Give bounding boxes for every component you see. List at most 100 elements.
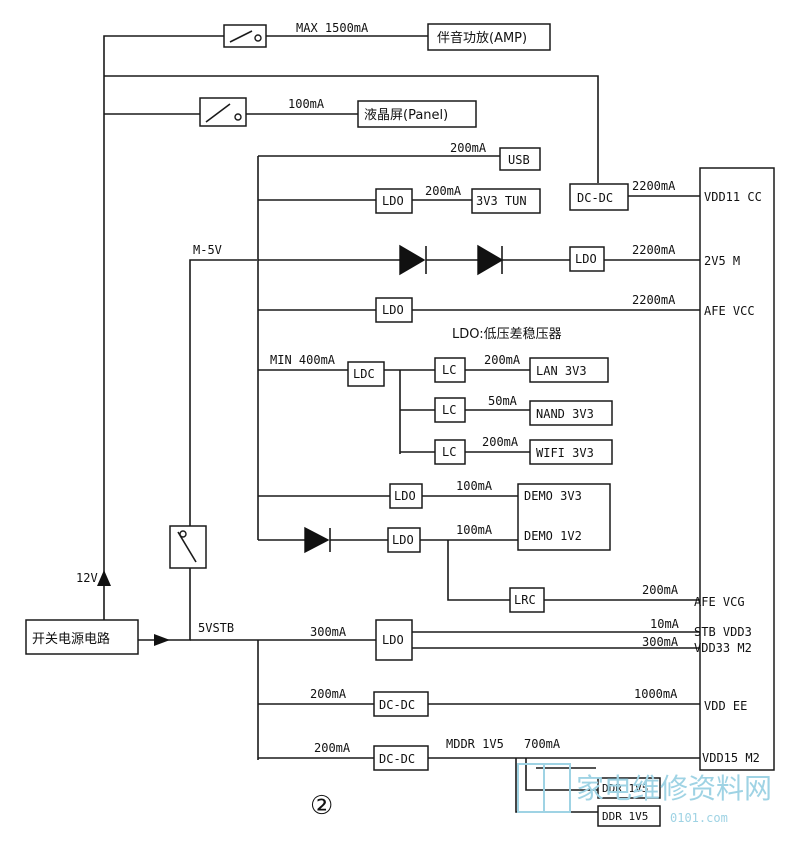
v5stb-label: 5VSTB — [198, 621, 234, 635]
tun-box — [471, 188, 541, 214]
lan-label: LAN 3V3 — [536, 364, 587, 378]
arrow-12v — [97, 570, 111, 586]
ddr-in-current: 200mA — [314, 741, 351, 755]
diode-1 — [399, 244, 427, 276]
lrc-label: LRC — [514, 593, 536, 607]
panel-box — [357, 100, 477, 128]
ee-in-current: 200mA — [310, 687, 347, 701]
panel-label: 液晶屏(Panel) — [364, 108, 448, 123]
mddr-current: 700mA — [524, 737, 561, 751]
usb-current: 200mA — [450, 141, 487, 155]
panel-current: 100mA — [288, 97, 325, 111]
lc-lan-box — [434, 357, 466, 383]
vdd11-label: VDD11 CC — [704, 190, 762, 204]
dcdc-ddr-box — [373, 745, 429, 771]
dcdc-top-box — [569, 183, 629, 211]
ldo-tun-box — [375, 188, 413, 214]
watermark: 家电维修资料网 0101.com — [517, 763, 772, 825]
watermark-text: 家电维修资料网 — [576, 772, 772, 805]
ldo-2v5-box — [569, 246, 605, 272]
min-current: MIN 400mA — [270, 353, 336, 367]
diode-2 — [477, 244, 504, 276]
ddr2-label: DDR 1V5 — [602, 810, 648, 823]
psu-box — [25, 619, 139, 655]
usb-box — [499, 147, 541, 171]
stb-current: 300mA — [310, 625, 347, 639]
vdd15-label: VDD15 M2 — [702, 751, 760, 765]
demo2-label: DEMO 1V2 — [524, 529, 582, 543]
afe1-label: AFE VCC — [704, 304, 755, 318]
amp-current: MAX 1500mA — [296, 21, 369, 35]
v12-label: 12V — [76, 571, 98, 585]
figure-number: ② — [310, 791, 333, 821]
ldo-demo1-box — [389, 483, 423, 509]
demo1-current: 100mA — [456, 479, 493, 493]
nand-box — [529, 400, 613, 426]
demo2-current: 100mA — [456, 523, 493, 537]
ldo-demo2-box — [387, 527, 421, 553]
amp-label: 伴音功放(AMP) — [437, 30, 527, 46]
lan-current: 200mA — [484, 353, 521, 367]
diode-3 — [304, 526, 331, 554]
vdd11-current: 2200mA — [632, 179, 676, 193]
ldo-2v5-label: LDO — [575, 252, 597, 266]
v2v5-current: 2200mA — [632, 243, 676, 257]
tun-current: 200mA — [425, 184, 462, 198]
ldo-stb-box — [375, 619, 413, 661]
ee-out-current: 1000mA — [634, 687, 678, 701]
lc-nand-box — [434, 397, 466, 423]
ldo-note: LDO:低压差稳压器 — [452, 326, 562, 342]
ldo-afe-box — [375, 297, 413, 323]
demo1-label: DEMO 3V3 — [524, 489, 582, 503]
stb-current-a: 10mA — [650, 617, 680, 631]
watermark-url: 0101.com — [670, 811, 728, 825]
tun-label: 3V3 TUN — [476, 194, 527, 208]
lc-lan-label: LC — [442, 363, 456, 377]
usb-label: USB — [508, 153, 530, 167]
dcdc-ee-box — [373, 691, 429, 717]
psu-label: 开关电源电路 — [32, 631, 110, 647]
wifi-box — [529, 439, 613, 465]
lc-nand-label: LC — [442, 403, 456, 417]
nand-current: 50mA — [488, 394, 518, 408]
v2v5-label: 2V5 M — [704, 254, 740, 268]
ldo-demo2-label: LDO — [392, 533, 414, 547]
standby-switch — [169, 525, 207, 569]
wifi-label: WIFI 3V3 — [536, 446, 594, 460]
ldo-stb-label: LDO — [382, 633, 404, 647]
mddr-label: MDDR 1V5 — [446, 737, 504, 751]
demo-box — [517, 483, 611, 551]
ddr1-label: DDR 1V5 — [602, 782, 648, 795]
lc-wifi-label: LC — [442, 445, 456, 459]
ldc-box — [347, 361, 385, 387]
dcdc-ee-label: DC-DC — [379, 698, 415, 712]
ddr2-box — [597, 805, 661, 827]
ldo-afe-label: LDO — [382, 303, 404, 317]
nand-label: NAND 3V3 — [536, 407, 594, 421]
amp-box — [427, 23, 551, 51]
ldo-tun-label: LDO — [382, 194, 404, 208]
amp-switch — [223, 24, 267, 48]
ldo-demo1-label: LDO — [394, 489, 416, 503]
ldc-label: LDC — [353, 367, 375, 381]
vdd33-current: 300mA — [642, 635, 679, 649]
afe2-current: 200mA — [642, 583, 679, 597]
vdd33-label: VDD33 M2 — [694, 641, 752, 655]
dcdc-ddr-label: DC-DC — [379, 752, 415, 766]
lan-box — [529, 357, 609, 383]
lrc-box — [509, 587, 545, 613]
stb-vdd3-label: STB VDD3 — [694, 625, 752, 639]
afe1-current: 2200mA — [632, 293, 676, 307]
labels: MAX 1500mA 伴音功放(AMP) 100mA 液晶屏(Panel) 20… — [32, 21, 762, 823]
vdd-ee-label: VDD EE — [704, 699, 747, 713]
afe2-label: AFE VCG — [694, 595, 745, 609]
ddr1-box — [597, 777, 661, 799]
m5v-label: M-5V — [193, 243, 222, 257]
lc-wifi-box — [434, 439, 466, 465]
arrow-psu-out — [154, 634, 170, 646]
wifi-current: 200mA — [482, 435, 519, 449]
soc-box — [699, 167, 775, 771]
dcdc-top-label: DC-DC — [577, 191, 613, 205]
